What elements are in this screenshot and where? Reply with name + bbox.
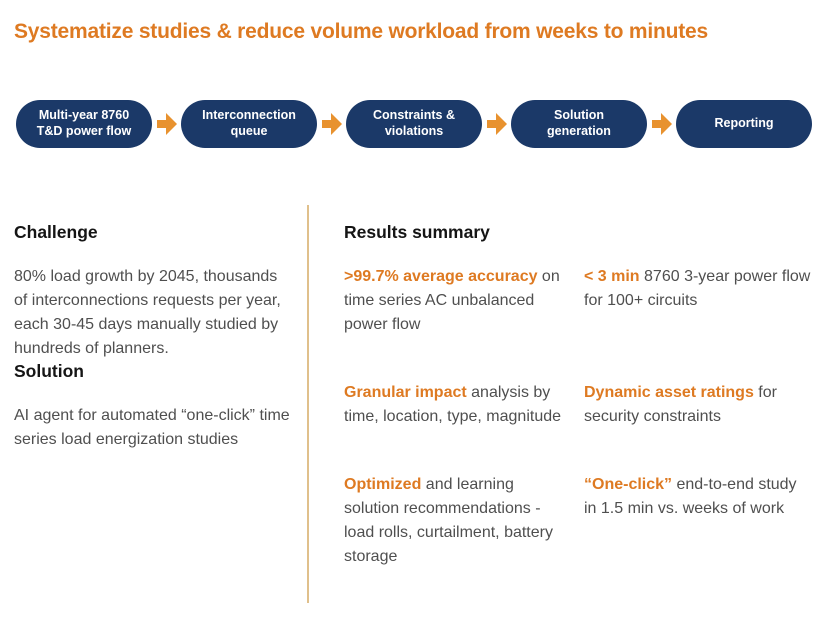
result-rest: for security constraints (584, 384, 777, 425)
result-highlight: >99.7% average accuracy (344, 268, 538, 285)
result-item-accuracy: >99.7% average accuracy on time series A… (344, 265, 572, 337)
result-rest: analysis by time, location, type, magnit… (344, 384, 562, 425)
result-item-3min: < 3 min 8760 3-year power flow for 100+ … (584, 265, 812, 337)
arrow-right-icon (647, 113, 676, 135)
flow-step-constraints-violations: Constraints & violations (346, 100, 482, 148)
result-highlight: < 3 min (584, 268, 640, 285)
result-rest: 8760 3-year power flow for 100+ circuits (584, 268, 811, 309)
page-title: Systematize studies & reduce volume work… (14, 20, 709, 43)
result-highlight: Granular impact (344, 384, 467, 401)
results-column: Results summary >99.7% average accuracy … (344, 222, 812, 569)
arrow-right-icon (482, 113, 511, 135)
result-highlight: Optimized (344, 476, 422, 493)
challenge-heading: Challenge (14, 222, 98, 242)
flow-step-solution-generation: Solution generation (511, 100, 647, 148)
result-rest: end-to-end study in 1.5 min vs. weeks of… (584, 476, 797, 517)
flow-step-interconnection-queue: Interconnection queue (181, 100, 317, 148)
solution-body: AI agent for automated “one-click” time … (14, 407, 290, 448)
left-column: Challenge 80% load growth by 2045, thous… (14, 222, 292, 452)
results-grid: >99.7% average accuracy on time series A… (344, 265, 812, 569)
result-rest: on time series AC unbalanced power flow (344, 268, 560, 333)
result-rest: and learning solution recommendations - … (344, 476, 553, 565)
arrow-right-icon (152, 113, 181, 135)
result-item-granular-impact: Granular impact analysis by time, locati… (344, 381, 572, 429)
results-heading: Results summary (344, 222, 490, 242)
result-item-one-click: “One-click” end-to-end study in 1.5 min … (584, 473, 812, 569)
result-item-dynamic-ratings: Dynamic asset ratings for security const… (584, 381, 812, 429)
solution-heading: Solution (14, 361, 84, 381)
flow-step-power-flow: Multi-year 8760 T&D power flow (16, 100, 152, 148)
challenge-body: 80% load growth by 2045, thousands of in… (14, 268, 281, 357)
process-flow: Multi-year 8760 T&D power flow Interconn… (16, 100, 812, 148)
flow-step-reporting: Reporting (676, 100, 812, 148)
arrow-right-icon (317, 113, 346, 135)
result-highlight: “One-click” (584, 476, 673, 493)
result-item-optimized: Optimized and learning solution recommen… (344, 473, 572, 569)
result-highlight: Dynamic asset ratings (584, 384, 754, 401)
vertical-divider (307, 205, 309, 603)
